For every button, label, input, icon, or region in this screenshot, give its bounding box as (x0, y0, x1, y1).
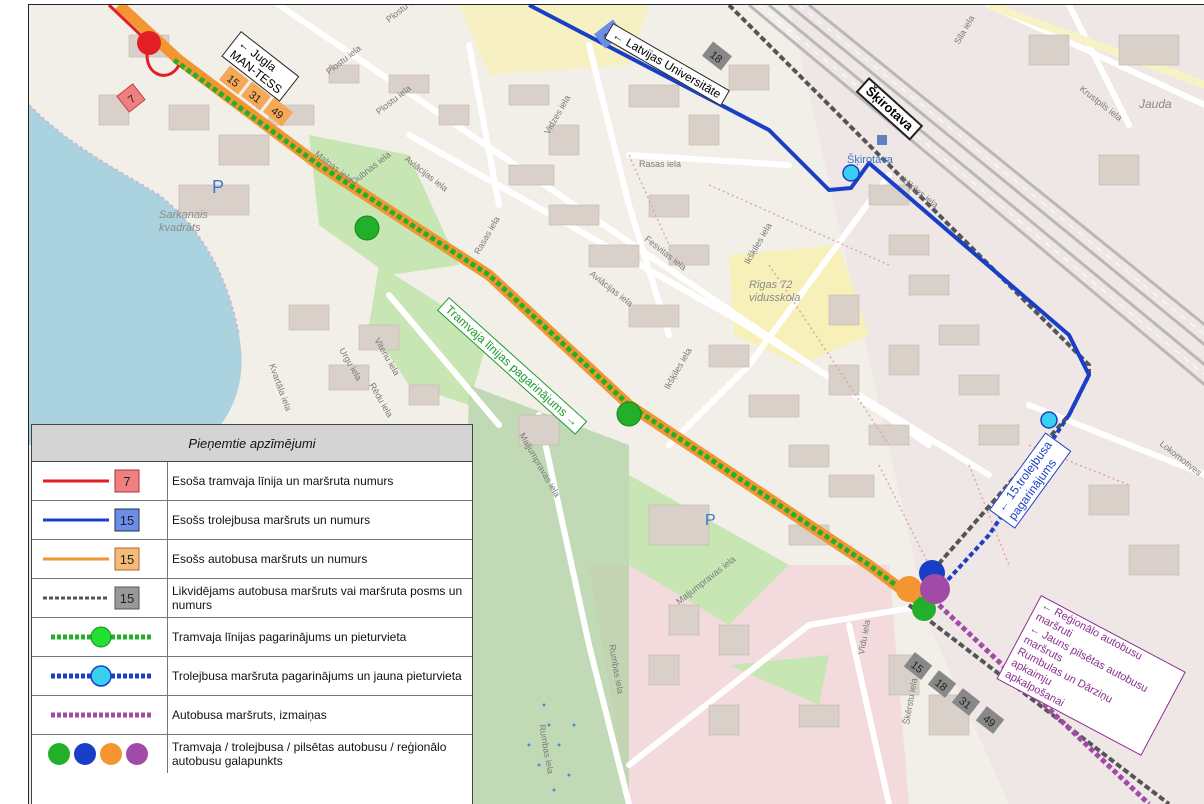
tram-stop (616, 401, 642, 427)
svg-text:18: 18 (932, 677, 949, 694)
legend-row: 15 Likvidējams autobusa maršruts vai mar… (32, 578, 472, 618)
legend-text: Tramvaja / trolejbusa / pilsētas autobus… (167, 734, 472, 773)
svg-text:15: 15 (224, 73, 241, 90)
legend-text: Esošs autobusa maršruts un numurs (167, 539, 472, 579)
svg-text:15: 15 (120, 591, 134, 606)
svg-text:15: 15 (908, 659, 925, 676)
trolley-stop (842, 164, 860, 182)
legend-text: Trolejbusa maršruta pagarinājums un jaun… (167, 656, 472, 696)
svg-text:31: 31 (246, 89, 263, 106)
svg-text:Rasas iela: Rasas iela (639, 159, 681, 169)
tram-stop (354, 215, 380, 241)
legend-symbol-tram-extension (51, 626, 151, 648)
svg-text:18: 18 (707, 49, 724, 66)
parking-icon: P (212, 177, 224, 197)
legend-text: Likvidējams autobusa maršruts vai maršru… (167, 578, 472, 618)
tram-terminal (137, 31, 161, 55)
legend-title: Pieņemtie apzīmējumi (32, 425, 472, 462)
legend-row: Trolejbusa maršruta pagarinājums un jaun… (32, 656, 472, 696)
svg-text:15: 15 (120, 513, 134, 528)
legend-symbol-bus-line: 15 (43, 547, 140, 571)
legend-symbol-purple-route (51, 712, 151, 718)
svg-text:7: 7 (123, 474, 130, 489)
trolley-stop (1040, 411, 1058, 429)
svg-text:49: 49 (268, 105, 285, 122)
legend-symbol-trolley-extension (51, 665, 151, 687)
bus-terminal (896, 576, 922, 602)
legend-symbol-tram-line: 7 (43, 469, 140, 493)
legend-text: Autobusa maršruts, izmaiņas (167, 695, 472, 735)
legend-row: Autobusa maršruts, izmaiņas (32, 695, 472, 735)
legend-text: Esošs trolejbusa maršruts un numurs (167, 500, 472, 540)
legend-row: 15 Esošs autobusa maršruts un numurs (32, 539, 472, 579)
svg-text:31: 31 (956, 695, 973, 712)
map-legend: Pieņemtie apzīmējumi 7 Esoša tramvaja lī… (31, 424, 473, 804)
svg-text:15: 15 (120, 552, 134, 567)
legend-symbol-trolley-line: 15 (43, 508, 140, 532)
legend-symbol-eliminated-line: 15 (43, 586, 140, 610)
legend-row: Tramvaja / trolejbusa / pilsētas autobus… (32, 734, 472, 773)
parking-icon: P (705, 512, 716, 529)
regional-terminal (920, 574, 950, 604)
legend-row: 15 Esošs trolejbusa maršruts un numurs (32, 500, 472, 540)
legend-text: Tramvaja līnijas pagarinājums un pieturv… (167, 617, 472, 657)
trolley-route-15 (528, 5, 1091, 416)
station-label: Šķirotava (847, 153, 894, 166)
place-label-jauda: Jauda (1138, 97, 1172, 111)
legend-row: Tramvaja līnijas pagarinājums un pieturv… (32, 617, 472, 657)
legend-text: Esoša tramvaja līnija un maršruta numurs (167, 461, 472, 501)
map-frame: 7 15 31 49 15 18 15 18 31 49 Plostu iela… (28, 4, 1204, 804)
svg-text:49: 49 (980, 713, 997, 730)
transit-map[interactable]: 7 15 31 49 15 18 15 18 31 49 Plostu iela… (29, 5, 1204, 804)
legend-symbol-terminals (48, 743, 148, 765)
legend-row: 7 Esoša tramvaja līnija un maršruta numu… (32, 461, 472, 501)
